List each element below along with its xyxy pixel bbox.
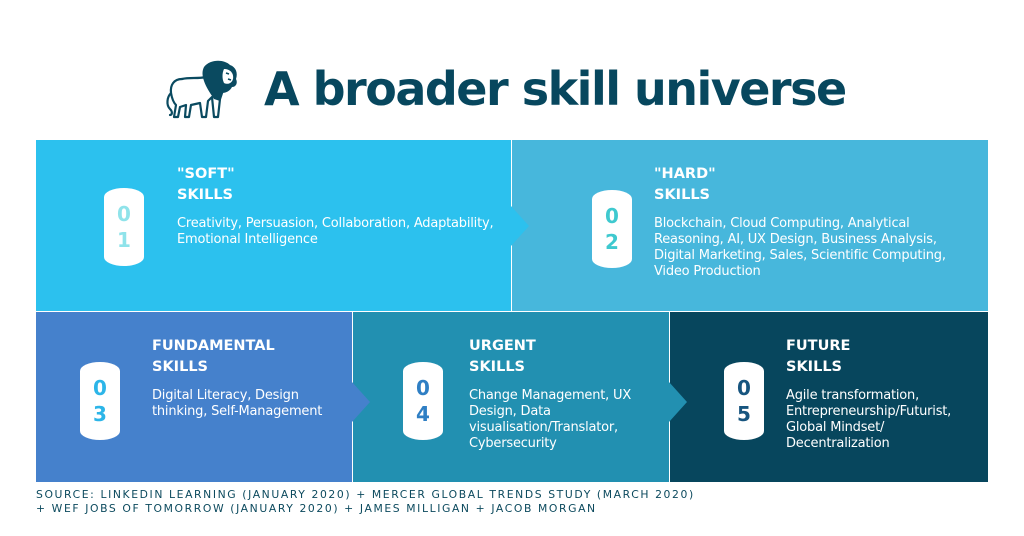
card-heading: SKILLS <box>152 359 208 375</box>
card-urgent-skills: 0 4 URGENT SKILLS Change Management, UX … <box>353 312 687 482</box>
badge-digit: 2 <box>605 230 619 254</box>
source-citation: SOURCE: LINKEDIN LEARNING (JANUARY 2020)… <box>36 488 695 516</box>
card-heading: SKILLS <box>654 187 710 203</box>
arrow-right-icon <box>352 382 370 422</box>
arrow-right-icon <box>669 382 687 422</box>
card-description: Agile transformation, Entrepreneurship/F… <box>786 388 952 451</box>
page-title: A broader skill universe <box>264 62 847 116</box>
badge-digit: 0 <box>117 202 131 226</box>
card-description: Change Management, UX Design, Data visua… <box>469 388 632 451</box>
card-text: FUNDAMENTAL SKILLS Digital Literacy, Des… <box>152 336 352 420</box>
badge-digit: 0 <box>93 376 107 400</box>
badge-digit: 4 <box>416 402 430 426</box>
card-heading: SKILLS <box>177 187 233 203</box>
card-heading: "SOFT" <box>177 166 235 182</box>
card-heading: SKILLS <box>786 359 842 375</box>
card-text: FUTURE SKILLS Agile transformation, Entr… <box>786 336 986 452</box>
number-badge: 0 4 <box>403 362 443 440</box>
badge-digit: 1 <box>117 228 131 252</box>
card-heading: URGENT <box>469 338 536 354</box>
lion-icon <box>166 60 237 119</box>
card-text: "SOFT" SKILLS Creativity, Persuasion, Co… <box>177 164 497 248</box>
card-text: "HARD" SKILLS Blockchain, Cloud Computin… <box>654 164 974 280</box>
number-badge: 0 2 <box>592 190 632 268</box>
number-badge: 0 3 <box>80 362 120 440</box>
badge-digit: 3 <box>93 402 107 426</box>
card-description: Creativity, Persuasion, Collaboration, A… <box>177 216 494 247</box>
card-text: URGENT SKILLS Change Management, UX Desi… <box>469 336 669 452</box>
card-fundamental-skills: 0 3 FUNDAMENTAL SKILLS Digital Literacy,… <box>36 312 370 482</box>
skills-grid: 0 1 "SOFT" SKILLS Creativity, Persuasion… <box>36 140 988 482</box>
source-line: SOURCE: LINKEDIN LEARNING (JANUARY 2020)… <box>36 488 695 501</box>
card-heading: SKILLS <box>469 359 525 375</box>
arrow-right-icon <box>511 206 529 246</box>
card-heading: "HARD" <box>654 166 716 182</box>
number-badge: 0 5 <box>724 362 764 440</box>
card-soft-skills: 0 1 "SOFT" SKILLS Creativity, Persuasion… <box>36 140 529 311</box>
badge-digit: 0 <box>605 204 619 228</box>
badge-digit: 0 <box>416 376 430 400</box>
card-description: Digital Literacy, Design thinking, Self-… <box>152 388 323 419</box>
card-heading: FUTURE <box>786 338 851 354</box>
card-future-skills: 0 5 FUTURE SKILLS Agile transformation, … <box>670 312 988 482</box>
badge-digit: 0 <box>737 376 751 400</box>
number-badge: 0 1 <box>104 188 144 266</box>
header: A broader skill universe <box>160 56 847 122</box>
source-line: + WEF JOBS OF TOMORROW (JANUARY 2020) + … <box>36 502 597 515</box>
badge-digit: 5 <box>737 402 751 426</box>
card-description: Blockchain, Cloud Computing, Analytical … <box>654 216 946 279</box>
card-hard-skills: 0 2 "HARD" SKILLS Blockchain, Cloud Comp… <box>512 140 988 311</box>
card-heading: FUNDAMENTAL <box>152 338 275 354</box>
